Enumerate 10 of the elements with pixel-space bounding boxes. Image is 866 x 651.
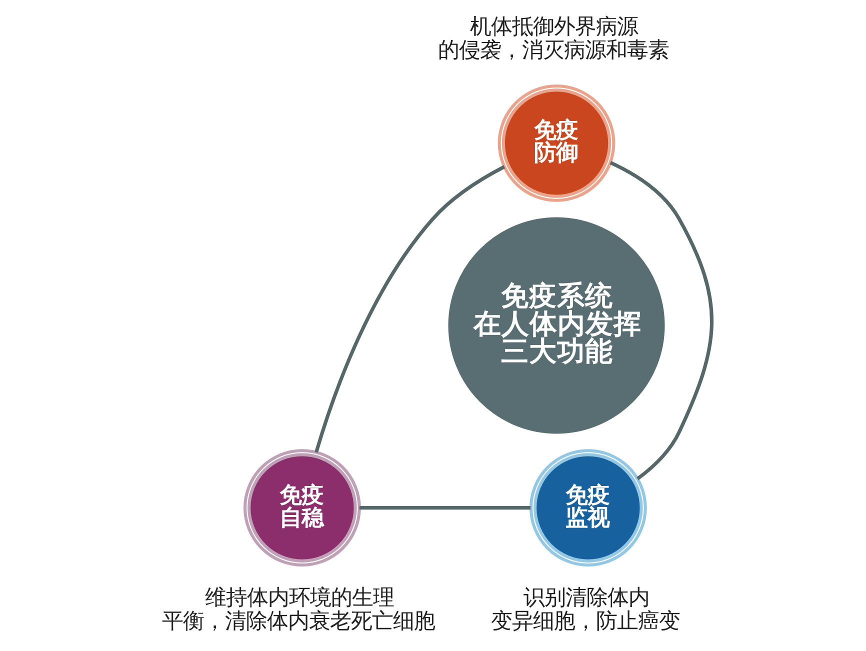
connector (314, 165, 506, 453)
connector (359, 506, 531, 510)
connector (610, 161, 714, 480)
node-label: 识别清除体内变异细胞，防止癌变 (491, 586, 680, 634)
node-circle: 免疫系统在人体内发挥三大功能 (448, 217, 665, 434)
node-circle: 免疫自稳 (243, 449, 361, 567)
node-label: 维持体内环境的生理平衡，清除体内衰老死亡细胞 (162, 586, 436, 634)
node-label: 机体抵御外界病源的侵袭，消灭病源和毒素 (438, 14, 670, 64)
node-circle: 免疫监视 (529, 449, 647, 567)
node-circle: 免疫防御 (498, 84, 616, 202)
